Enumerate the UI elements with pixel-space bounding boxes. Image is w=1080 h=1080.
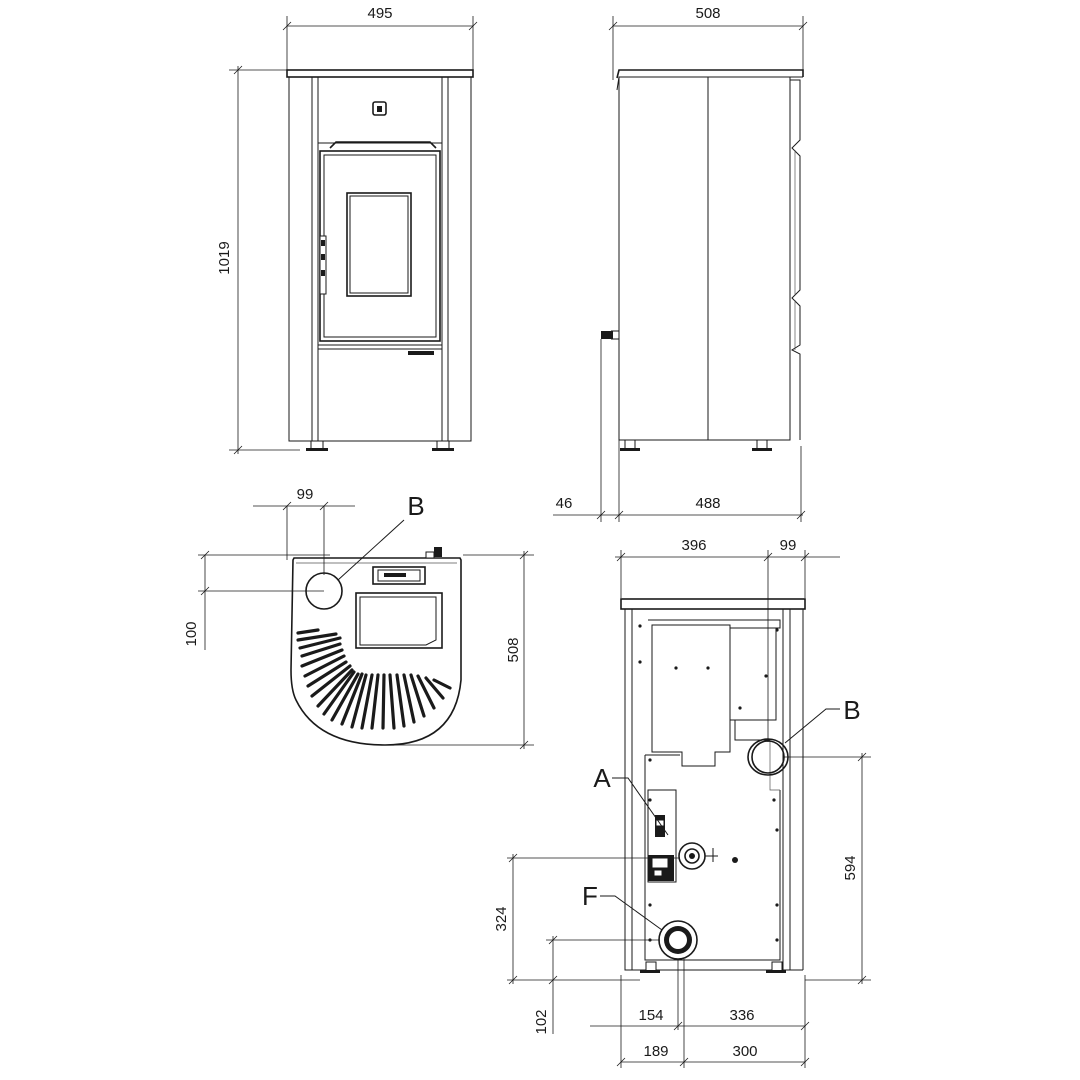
front-width-label: 495 xyxy=(367,5,392,22)
front-height-dimension: 1019 xyxy=(216,65,300,455)
rear-electric-connection xyxy=(647,789,718,883)
rear-flue-outlet xyxy=(747,738,789,776)
rear-leader-a xyxy=(612,777,669,836)
rear-dim-154-label: 154 xyxy=(638,1007,663,1024)
rear-top-dimensions: 396 99 xyxy=(615,537,840,742)
top-flue-depth-dimension: 100 xyxy=(183,550,330,650)
front-height-label: 1019 xyxy=(216,241,233,274)
top-flue-leader xyxy=(337,519,405,581)
rear-connection-height-label: 324 xyxy=(493,906,510,931)
rear-flue-offset-label: 99 xyxy=(780,537,797,554)
top-flue-offset-label: 99 xyxy=(297,486,314,503)
door-handle-icon xyxy=(319,235,327,295)
rear-view: 396 99 xyxy=(493,537,871,1068)
rear-inlet-height-label: 102 xyxy=(533,1009,550,1034)
top-view: 99 100 508 B xyxy=(183,486,534,750)
top-depth-dimension: 508 xyxy=(390,550,534,750)
rear-flue-height-label: 594 xyxy=(842,855,859,880)
front-view: 495 1019 xyxy=(216,5,478,455)
rear-label-b: B xyxy=(843,695,860,725)
rear-leader-f xyxy=(600,895,663,931)
rear-rivets xyxy=(638,624,779,942)
rear-bottom-dimensions-lower: 189 300 xyxy=(616,1043,810,1067)
side-bottom-dimensions: 46 488 xyxy=(553,339,806,522)
top-flue-offset-dimension: 99 xyxy=(253,486,355,575)
stove-logo-icon xyxy=(372,101,387,116)
rear-bottom-dimensions-upper: 154 336 xyxy=(590,959,810,1068)
side-offset-label: 46 xyxy=(556,495,573,512)
side-view: 508 46 488 xyxy=(553,5,808,522)
rear-label-f: F xyxy=(582,881,598,911)
top-vent-ribs xyxy=(296,628,452,730)
rear-label-a: A xyxy=(593,763,611,793)
rear-inlet-height-dimension: 102 xyxy=(533,935,660,1035)
rear-dim-336-label: 336 xyxy=(729,1007,754,1024)
side-body-depth-label: 488 xyxy=(695,495,720,512)
rear-width-label: 396 xyxy=(681,537,706,554)
rear-dim-300-label: 300 xyxy=(732,1043,757,1060)
top-flue-label: B xyxy=(407,491,424,521)
rear-dim-189-label: 189 xyxy=(643,1043,668,1060)
rear-air-inlet xyxy=(658,920,698,960)
top-flue-depth-label: 100 xyxy=(183,621,200,646)
rear-connection-height-dimension: 324 xyxy=(493,853,680,985)
side-depth-dimension: 508 xyxy=(608,5,808,80)
rear-leader-b xyxy=(784,708,840,744)
top-depth-label: 508 xyxy=(505,637,522,662)
front-width-dimension: 495 xyxy=(282,5,478,70)
side-depth-label: 508 xyxy=(695,5,720,22)
rear-flue-height-dimension: 594 xyxy=(784,752,871,985)
